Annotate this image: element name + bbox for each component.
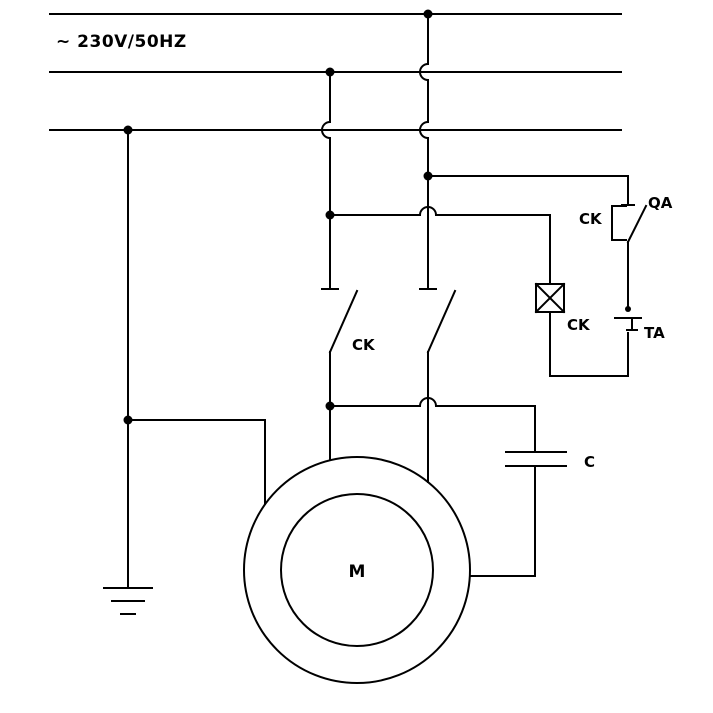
capacitor-branch — [329, 397, 567, 577]
contactor-coil — [534, 282, 566, 314]
main-contacts-label: CK — [352, 336, 376, 354]
neutral-wire — [127, 129, 266, 589]
wire-hop — [418, 397, 438, 408]
holding-contact — [611, 205, 627, 241]
supply-voltage-label: ~ 230V/50HZ — [56, 32, 187, 52]
phase-wire-a — [419, 13, 457, 483]
coil-cross-diagonal — [534, 282, 566, 314]
motor-label: M — [349, 562, 366, 582]
stop-button-label: TA — [644, 324, 665, 342]
contact-blade — [328, 289, 359, 354]
ground-symbol — [103, 587, 153, 615]
start-button — [621, 204, 648, 244]
supply-lines — [49, 13, 622, 131]
wire-hop — [418, 206, 438, 217]
contact-blade — [426, 289, 457, 354]
junction-dot — [325, 67, 335, 77]
junction-dot — [123, 125, 133, 135]
junction-dot — [423, 9, 433, 19]
control-circuit-wiring — [329, 175, 629, 377]
motor-outer-circle — [243, 456, 471, 684]
coil-label: CK — [567, 316, 591, 334]
holding-contact-label: CK — [579, 210, 603, 228]
stop-button — [614, 306, 642, 331]
junction-dot — [325, 210, 335, 220]
labels: ~ 230V/50HZ CK CK QA CK TA C M — [56, 32, 673, 582]
holding-contact-bracket — [611, 205, 627, 241]
wire-hop — [321, 120, 332, 140]
wire-hop — [419, 62, 430, 82]
wire-hop — [419, 120, 430, 140]
junction-dot — [123, 415, 133, 425]
contact-blade — [626, 204, 648, 244]
contact-terminal-dot — [625, 306, 631, 312]
coil-box — [535, 283, 565, 313]
junction-dot — [423, 171, 433, 181]
motor-symbol — [243, 456, 471, 684]
start-button-label: QA — [648, 194, 673, 212]
capacitor-label: C — [584, 453, 595, 471]
motor-inner-circle — [280, 493, 434, 647]
junction-dots — [123, 9, 433, 425]
junction-dot — [325, 401, 335, 411]
